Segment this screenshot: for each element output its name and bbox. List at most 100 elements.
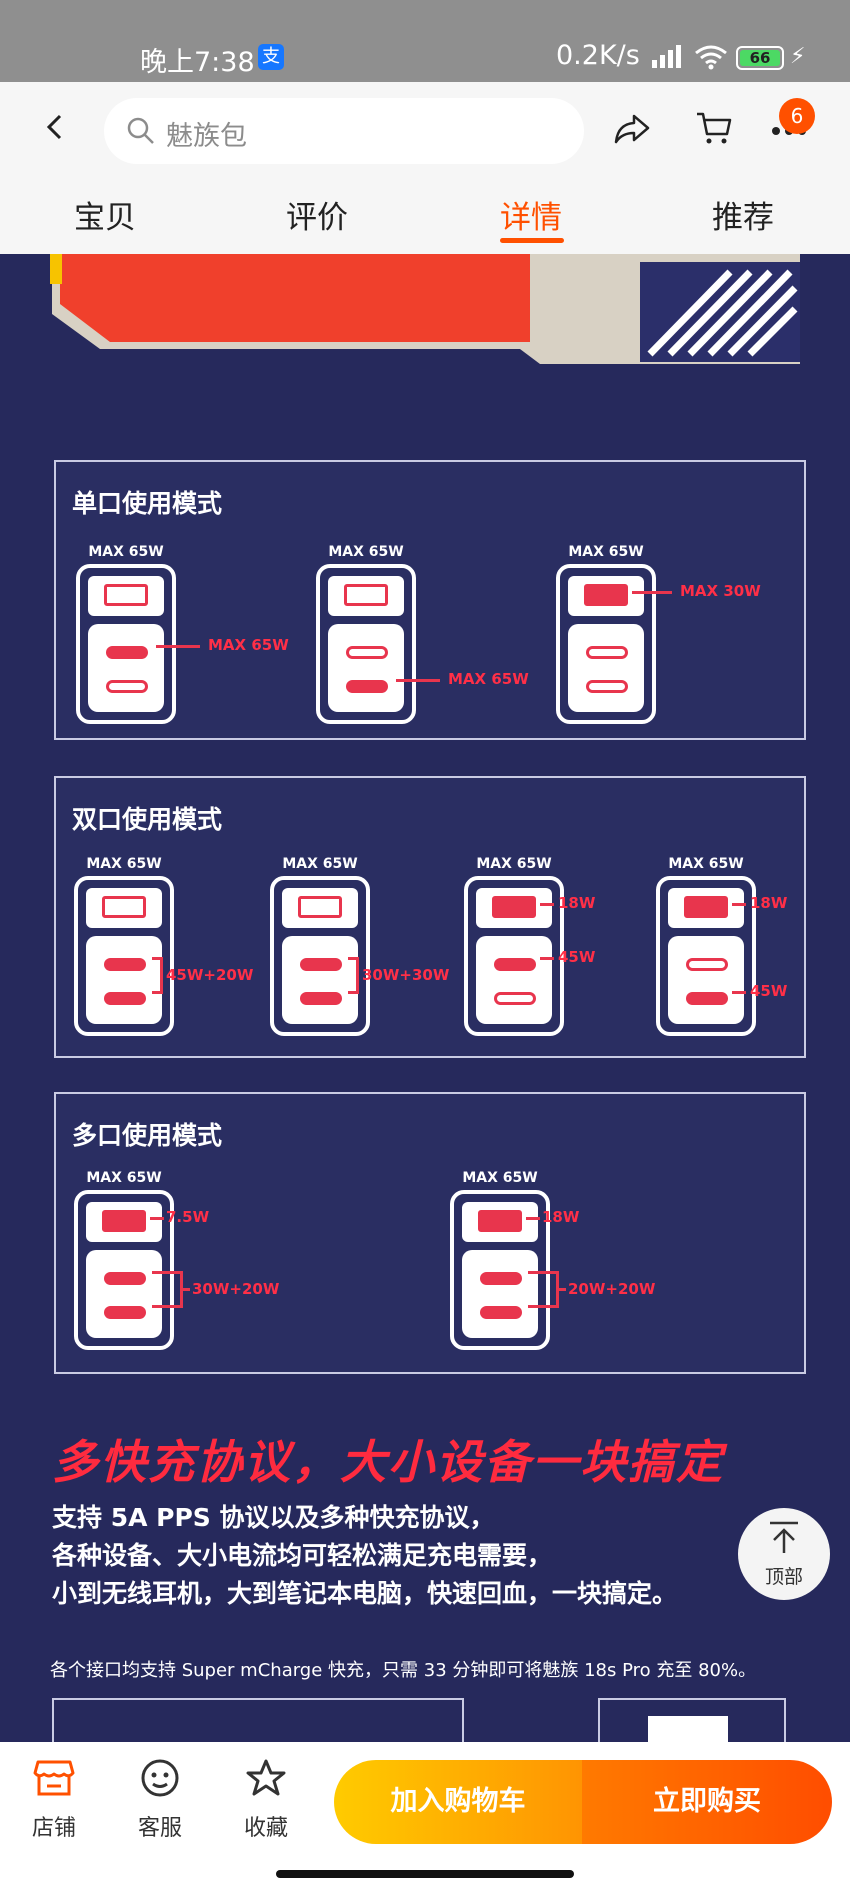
usb-a-port xyxy=(344,584,388,606)
usb-a-port xyxy=(684,896,728,918)
section-title: 双口使用模式 xyxy=(72,805,223,834)
max-label: MAX 65W xyxy=(86,856,162,872)
power-label: 30W+20W xyxy=(192,1280,280,1298)
usb-a-port xyxy=(492,896,536,918)
power-label: 30W+30W xyxy=(362,966,450,984)
shop-button[interactable]: 店铺 xyxy=(14,1758,94,1842)
usb-c-port xyxy=(586,646,628,659)
product-detail-image: 单口使用模式 MAX 65W MAX 65W MAX 65W MAX 65W M… xyxy=(0,254,850,1742)
usb-c-port xyxy=(104,992,146,1005)
banner-graphic xyxy=(50,254,800,364)
max-label: MAX 65W xyxy=(568,544,644,560)
battery-icon: 66 xyxy=(736,46,784,70)
single-port-section: 单口使用模式 MAX 65W MAX 65W MAX 65W MAX 65W M… xyxy=(54,460,806,740)
dual-port-section: 双口使用模式 MAX 65W 45W+20W MAX 65W 30W+30W M… xyxy=(54,776,806,1058)
usb-c-port xyxy=(106,680,148,693)
tab-bar: 宝贝 评价 详情 推荐 xyxy=(0,186,850,246)
max-label: MAX 65W xyxy=(476,856,552,872)
power-label: 20W+20W xyxy=(568,1280,656,1298)
battery-level: 66 xyxy=(740,50,780,66)
cart-icon[interactable] xyxy=(694,108,734,148)
usb-c-port xyxy=(104,958,146,971)
next-image-frame xyxy=(598,1698,786,1742)
home-indicator xyxy=(276,1870,574,1878)
detail-paragraph-line: 支持 5A PPS 协议以及多种快充协议， xyxy=(52,1503,495,1532)
power-label: 45W+20W xyxy=(166,966,254,984)
status-bar: 晚上7:38 支 0.2K/s 66 ⚡ xyxy=(0,0,850,82)
power-label: 45W xyxy=(750,982,788,1000)
usb-c-port xyxy=(104,1306,146,1319)
tab-review[interactable]: 评价 xyxy=(286,200,348,236)
back-icon[interactable] xyxy=(40,112,70,142)
usb-a-port xyxy=(102,1210,146,1232)
usb-c-port xyxy=(300,958,342,971)
status-time: 晚上7:38 xyxy=(140,47,255,78)
star-icon xyxy=(246,1759,286,1796)
max-label: MAX 65W xyxy=(328,544,404,560)
bottom-action-bar: 店铺 客服 收藏 加入购物车 立即购买 xyxy=(0,1742,850,1889)
search-icon xyxy=(127,117,154,144)
power-label: 18W xyxy=(542,1208,580,1226)
usb-c-port xyxy=(480,1272,522,1285)
tab-active-indicator xyxy=(500,238,564,243)
search-placeholder: 魅族包 xyxy=(166,121,247,152)
power-label: 45W xyxy=(558,948,596,966)
cart-badge: 6 xyxy=(779,98,815,134)
usb-c-port xyxy=(494,992,536,1005)
power-label: MAX 30W xyxy=(680,582,761,600)
section-title: 单口使用模式 xyxy=(72,489,223,518)
max-label: MAX 65W xyxy=(88,544,164,560)
arrow-up-icon xyxy=(770,1521,798,1553)
detail-note: 各个接口均支持 Super mCharge 快充，只需 33 分钟即可将魅族 1… xyxy=(50,1660,757,1681)
network-speed: 0.2K/s xyxy=(556,40,640,71)
usb-c-port xyxy=(686,992,728,1005)
service-label: 客服 xyxy=(137,1816,182,1841)
power-label: 18W xyxy=(558,894,596,912)
usb-a-port xyxy=(298,896,342,918)
tab-recommend[interactable]: 推荐 xyxy=(712,200,774,236)
search-input[interactable]: 魅族包 xyxy=(104,98,584,164)
shop-icon xyxy=(33,1760,75,1796)
usb-c-port xyxy=(586,680,628,693)
service-icon xyxy=(141,1759,179,1797)
favorite-label: 收藏 xyxy=(243,1816,288,1841)
usb-c-port xyxy=(346,680,388,693)
multi-port-section: 多口使用模式 MAX 65W 7.5W 30W+20W MAX 65W 18W … xyxy=(54,1092,806,1374)
buy-now-button[interactable]: 立即购买 xyxy=(582,1760,832,1844)
usb-c-port xyxy=(494,958,536,971)
alipay-icon: 支 xyxy=(258,44,284,70)
scroll-to-top-button[interactable]: 顶部 xyxy=(738,1508,830,1600)
wifi-icon xyxy=(695,45,727,70)
detail-paragraph-line: 各种设备、大小电流均可轻松满足充电需要， xyxy=(52,1541,553,1570)
power-label: MAX 65W xyxy=(208,636,289,654)
favorite-button[interactable]: 收藏 xyxy=(226,1758,306,1842)
usb-a-port xyxy=(104,584,148,606)
usb-c-port xyxy=(106,646,148,659)
product-header: 魅族包 6 宝贝 评价 详情 推荐 xyxy=(0,82,850,254)
max-label: MAX 65W xyxy=(282,856,358,872)
power-label: MAX 65W xyxy=(448,670,529,688)
power-label: 18W xyxy=(750,894,788,912)
usb-a-port xyxy=(584,584,628,606)
usb-c-port xyxy=(480,1306,522,1319)
max-label: MAX 65W xyxy=(668,856,744,872)
add-to-cart-button[interactable]: 加入购物车 xyxy=(334,1760,582,1844)
section-title: 多口使用模式 xyxy=(72,1121,223,1150)
usb-c-port xyxy=(300,992,342,1005)
scroll-to-top-label: 顶部 xyxy=(764,1566,803,1588)
customer-service-button[interactable]: 客服 xyxy=(120,1758,200,1842)
usb-c-port xyxy=(346,646,388,659)
next-image-frame xyxy=(52,1698,464,1742)
shop-label: 店铺 xyxy=(31,1816,76,1841)
signal-icon xyxy=(652,45,681,68)
max-label: MAX 65W xyxy=(86,1170,162,1186)
tab-detail[interactable]: 详情 xyxy=(500,200,562,236)
charging-icon: ⚡ xyxy=(790,44,806,69)
share-icon[interactable] xyxy=(612,112,652,146)
tab-item[interactable]: 宝贝 xyxy=(74,200,136,236)
usb-c-port xyxy=(104,1272,146,1285)
usb-a-port xyxy=(102,896,146,918)
max-label: MAX 65W xyxy=(462,1170,538,1186)
detail-paragraph-line: 小到无线耳机，大到笔记本电脑，快速回血，一块搞定。 xyxy=(52,1579,678,1608)
usb-c-port xyxy=(686,958,728,971)
